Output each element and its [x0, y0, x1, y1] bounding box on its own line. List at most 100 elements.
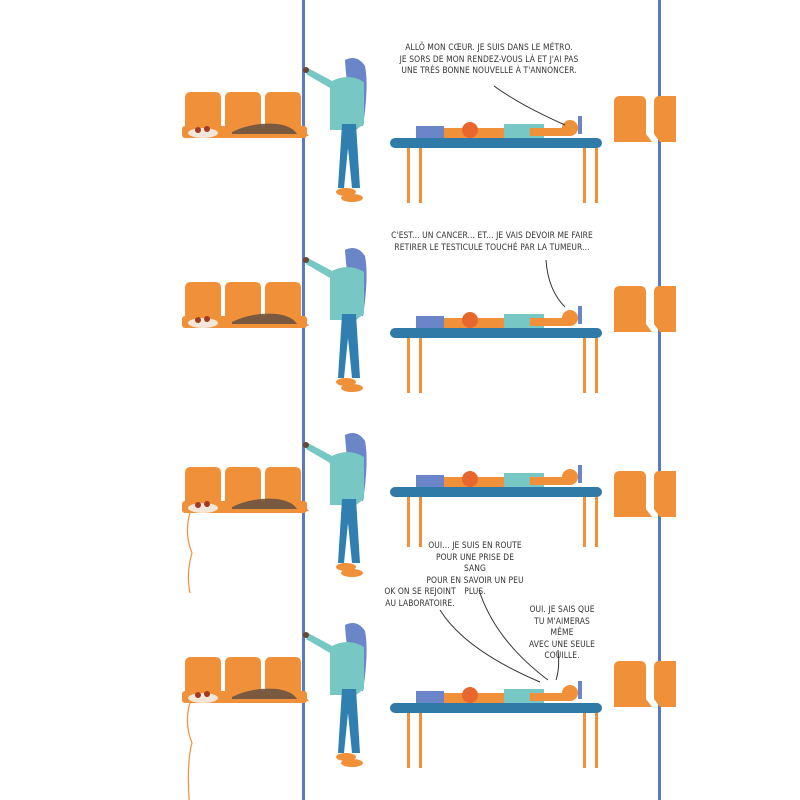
speech-bubble-tier4-c: Oui. Je sais que tu m'aimeras même avec …: [529, 604, 595, 660]
seat-back: [185, 467, 229, 511]
bench-top: [390, 138, 602, 148]
arm: [530, 477, 570, 485]
comic-tier-3: [0, 395, 800, 594]
head: [562, 310, 578, 326]
bench: [390, 487, 602, 547]
standing-woman: [303, 623, 367, 767]
shirt: [330, 642, 364, 695]
seat-back: [654, 471, 676, 517]
scene: [182, 248, 676, 393]
tail-tier2: [545, 259, 566, 308]
shoe: [336, 378, 356, 386]
bench-leg: [583, 713, 586, 768]
pizza-topping: [204, 126, 210, 132]
head: [562, 685, 578, 701]
metro-seats-right: [614, 96, 676, 142]
bench-top: [390, 703, 602, 713]
head: [562, 469, 578, 485]
bench: [390, 138, 602, 203]
arm: [530, 693, 570, 701]
tier-illustration: [182, 58, 676, 203]
bench-top: [390, 487, 602, 497]
standing-woman: [303, 433, 367, 577]
pizza-topping: [195, 692, 201, 698]
shirt: [330, 267, 364, 320]
pizza-topping: [195, 127, 201, 133]
phone-icon: [578, 465, 582, 483]
pizza-topping: [195, 317, 201, 323]
seat-back: [654, 96, 676, 142]
sleeping-person-silhouette: [232, 688, 297, 699]
lying-man: [416, 306, 582, 328]
head: [562, 120, 578, 136]
bench-leg: [595, 148, 598, 203]
arm-raised: [306, 443, 334, 463]
comic-tier-2: [0, 210, 800, 400]
phone-icon: [578, 681, 582, 699]
hand-on-pole: [303, 257, 309, 263]
tail-tier1: [493, 85, 566, 126]
speech-bubble-tier1: Allô mon cœur. Je suis dans le métro. Je…: [399, 42, 579, 75]
scene: [182, 58, 676, 203]
bench-top: [390, 328, 602, 338]
phone-icon: [578, 116, 582, 134]
metro-seats-right: [614, 661, 676, 707]
lying-man: [416, 681, 582, 703]
comic-tier-1: [0, 20, 800, 210]
tail-tier4-c: [555, 649, 560, 681]
phone-icon: [578, 306, 582, 324]
bench-leg: [419, 497, 422, 547]
bench-leg: [419, 148, 422, 203]
seat-back: [614, 661, 652, 707]
shorts: [416, 126, 444, 138]
bench-leg: [595, 713, 598, 768]
hand-on-body: [462, 471, 478, 487]
speech-bubble-tier4-b: OK on se rejoint au laboratoire.: [384, 586, 456, 608]
hand-on-pole: [303, 67, 309, 73]
bench: [390, 328, 602, 393]
arm: [530, 318, 570, 326]
shoe: [341, 384, 363, 392]
shoe: [336, 188, 356, 196]
speech-bubble-tier2: C'est... un cancer... et... je vais devo…: [391, 230, 593, 252]
arm-raised: [306, 68, 334, 88]
metro-pole-left: [302, 0, 305, 800]
pizza-topping: [204, 691, 210, 697]
metro-seats-right: [614, 471, 676, 517]
seat-back: [654, 286, 676, 332]
pizza-topping: [195, 502, 201, 508]
seat-back: [614, 286, 652, 332]
tail-tier4-b: [439, 609, 541, 683]
hand-on-body: [462, 312, 478, 328]
bench: [390, 703, 602, 768]
sleeping-person-silhouette: [232, 498, 297, 509]
metro-pole-right: [658, 0, 661, 800]
scene: [182, 433, 676, 594]
hand-on-body: [462, 122, 478, 138]
tier-illustration: [182, 248, 676, 393]
hand-on-pole: [303, 632, 309, 638]
pizza-topping: [204, 501, 210, 507]
sleeping-person-silhouette: [232, 123, 297, 134]
hand-on-pole: [303, 442, 309, 448]
shirt: [330, 77, 364, 130]
bench-leg: [583, 497, 586, 547]
bench-leg: [407, 713, 410, 768]
bench-leg: [407, 148, 410, 203]
arm-raised: [306, 633, 334, 653]
bench-leg: [407, 497, 410, 547]
noodle-string: [186, 512, 193, 594]
bench-leg: [583, 338, 586, 393]
tier-illustration: [182, 433, 676, 594]
seat-back: [185, 657, 229, 701]
jeans: [338, 124, 360, 188]
bench-leg: [583, 148, 586, 203]
shoe: [341, 194, 363, 202]
comic-tier-4: [0, 585, 800, 800]
standing-woman: [303, 58, 367, 202]
hand-on-body: [462, 687, 478, 703]
tier-illustration: [182, 623, 676, 800]
lying-man: [416, 465, 582, 487]
scene: [182, 623, 676, 800]
